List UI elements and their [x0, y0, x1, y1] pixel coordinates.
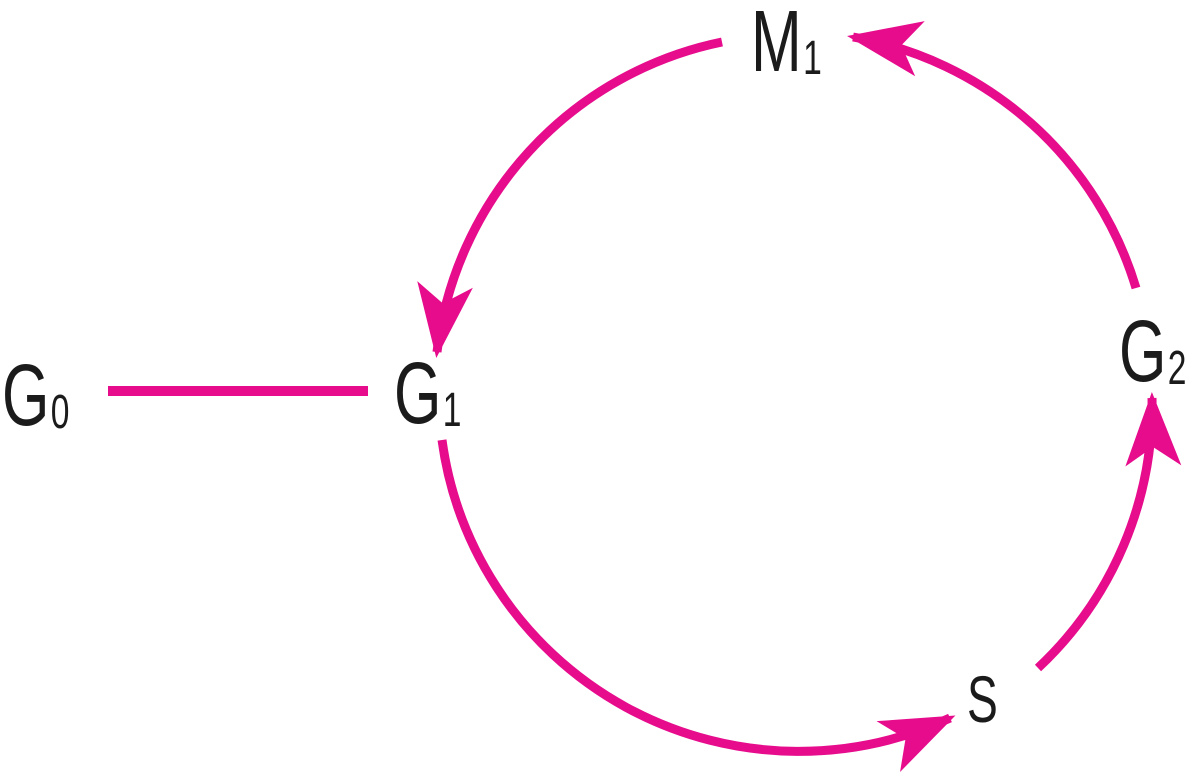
node-label-g2-base: G — [1119, 303, 1167, 400]
node-label-m1: M1 — [751, 0, 822, 85]
edge-m1-g1-arc — [417, 37, 723, 358]
node-label-s: S — [967, 666, 999, 732]
node-label-g2-sub: 2 — [1167, 342, 1187, 395]
node-label-g0-sub: 0 — [50, 386, 70, 439]
node-label-g0: G0 — [2, 352, 69, 439]
node-label-g2: G2 — [1119, 308, 1186, 395]
node-label-m1-base: M — [751, 0, 802, 90]
edge-g1-s-arc — [437, 439, 956, 772]
node-label-g0-base: G — [2, 347, 50, 444]
node-label-g1-sub: 1 — [442, 384, 462, 437]
edge-s-g2-arc — [1034, 392, 1182, 672]
node-label-g1-base: G — [394, 345, 442, 442]
node-label-g1: G1 — [394, 350, 461, 437]
edge-g2-m1-arc — [847, 21, 1141, 290]
node-label-m1-sub: 1 — [803, 32, 822, 85]
node-label-s-base: S — [967, 662, 998, 736]
